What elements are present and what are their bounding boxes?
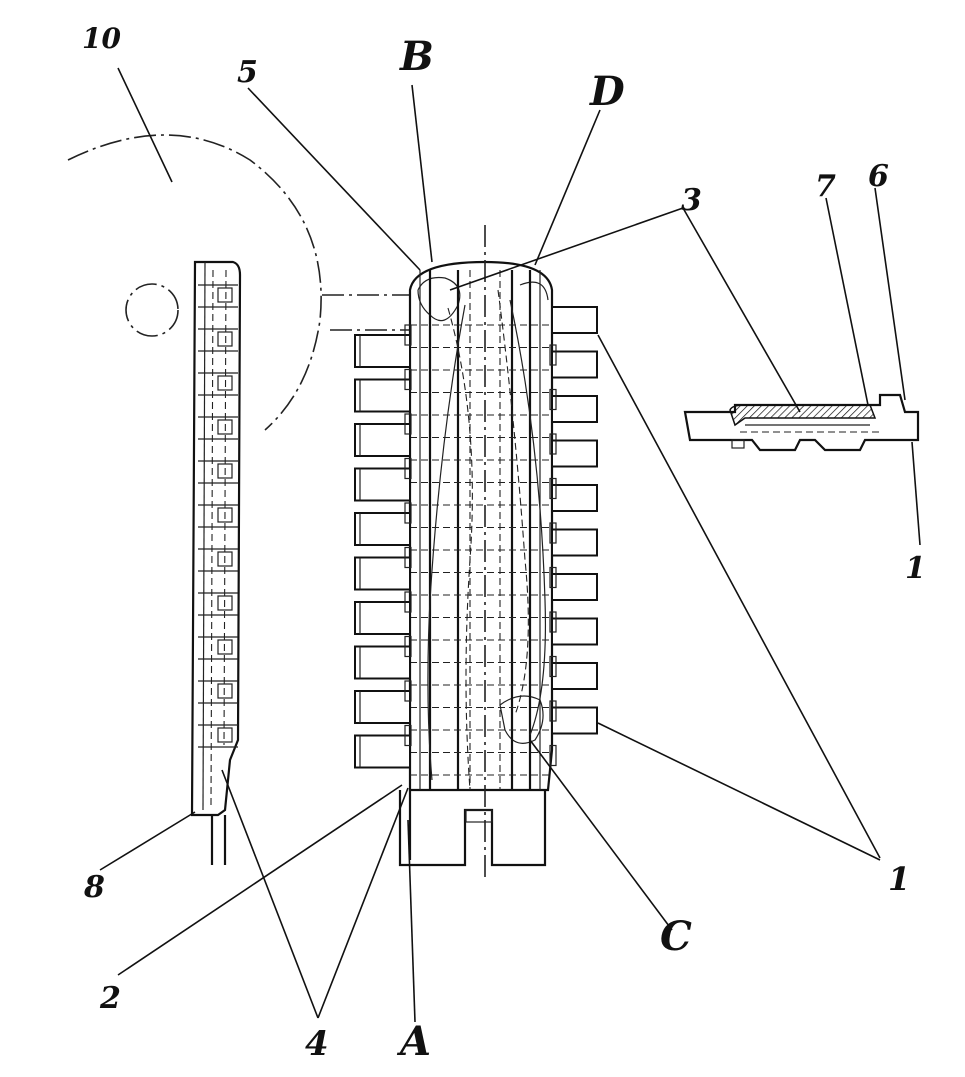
strip-tooth bbox=[217, 287, 233, 303]
right-connector-pin bbox=[551, 484, 598, 512]
cross-section-detail bbox=[683, 393, 920, 452]
strip-tooth bbox=[217, 683, 233, 699]
right-connector-pin bbox=[551, 439, 598, 468]
body-notch-left bbox=[404, 502, 412, 524]
body-notch-right bbox=[549, 477, 557, 500]
label-C: C bbox=[660, 913, 692, 960]
reference-labels: 10 5 B D 3 7 6 1 1 8 2 4 A C bbox=[82, 22, 926, 1065]
body-notch-right bbox=[549, 700, 557, 722]
main-assembly bbox=[354, 225, 598, 880]
label-5: 5 bbox=[237, 55, 258, 90]
body-notch-left bbox=[404, 591, 412, 613]
left-connector-pin bbox=[354, 378, 411, 413]
small-reference-circle bbox=[125, 283, 179, 337]
body-notch-right bbox=[549, 344, 557, 366]
right-connector-pin bbox=[551, 350, 598, 379]
body-notch-right bbox=[549, 566, 557, 589]
label-7: 7 bbox=[815, 169, 836, 204]
body-notch-left bbox=[404, 457, 412, 480]
left-connector-pin bbox=[354, 645, 411, 680]
strip-tooth bbox=[217, 331, 233, 347]
body-notch-left bbox=[404, 546, 412, 569]
right-connector-pin bbox=[551, 573, 598, 601]
body-notch-right bbox=[549, 522, 557, 544]
body-notch-left bbox=[404, 368, 412, 391]
side-view-strip bbox=[190, 260, 242, 865]
label-2: 2 bbox=[99, 981, 121, 1016]
label-1-pins: 1 bbox=[888, 860, 910, 898]
left-connector-pin bbox=[354, 467, 411, 502]
right-connector-pin bbox=[551, 662, 598, 690]
body-notch-right bbox=[549, 433, 557, 455]
left-connector-pin bbox=[354, 423, 411, 457]
right-connector-pin bbox=[551, 706, 598, 735]
body-notch-right bbox=[549, 611, 557, 633]
reference-arc-10 bbox=[67, 134, 410, 431]
body-notch-right bbox=[549, 655, 557, 678]
label-1-section: 1 bbox=[905, 551, 926, 586]
strip-tooth bbox=[217, 551, 233, 567]
strip-tooth bbox=[217, 463, 233, 479]
label-6: 6 bbox=[868, 159, 889, 194]
label-A: A bbox=[396, 1018, 431, 1065]
strip-tooth bbox=[217, 375, 233, 391]
label-D: D bbox=[589, 68, 625, 115]
label-B: B bbox=[399, 33, 434, 80]
strip-tooth bbox=[217, 639, 233, 655]
left-connector-pin bbox=[354, 556, 411, 591]
body-notch-right bbox=[549, 388, 557, 411]
left-connector-pin bbox=[354, 690, 411, 724]
strip-tooth bbox=[217, 727, 233, 743]
body-notch-right bbox=[549, 744, 557, 767]
right-connector-pin bbox=[551, 528, 598, 557]
right-connector-pin bbox=[551, 395, 598, 423]
body-notch-left bbox=[404, 724, 412, 747]
right-connector-pin bbox=[551, 306, 598, 334]
body-notch-left bbox=[404, 680, 412, 702]
strip-tooth bbox=[217, 419, 233, 435]
body-notch-left bbox=[404, 635, 412, 658]
body-notch-left bbox=[404, 413, 412, 435]
left-connector-pin bbox=[354, 601, 411, 635]
leader-lines bbox=[99, 67, 921, 1023]
left-connector-pin bbox=[354, 512, 411, 546]
label-3: 3 bbox=[681, 183, 702, 218]
right-connector-pin bbox=[551, 617, 598, 646]
label-8: 8 bbox=[83, 870, 105, 905]
left-connector-pin bbox=[354, 734, 411, 769]
strip-tooth bbox=[217, 507, 233, 523]
left-connector-pin bbox=[354, 334, 411, 368]
body-notch-left bbox=[404, 324, 412, 346]
label-10: 10 bbox=[82, 22, 121, 55]
label-4: 4 bbox=[305, 1024, 329, 1064]
strip-tooth bbox=[217, 595, 233, 611]
